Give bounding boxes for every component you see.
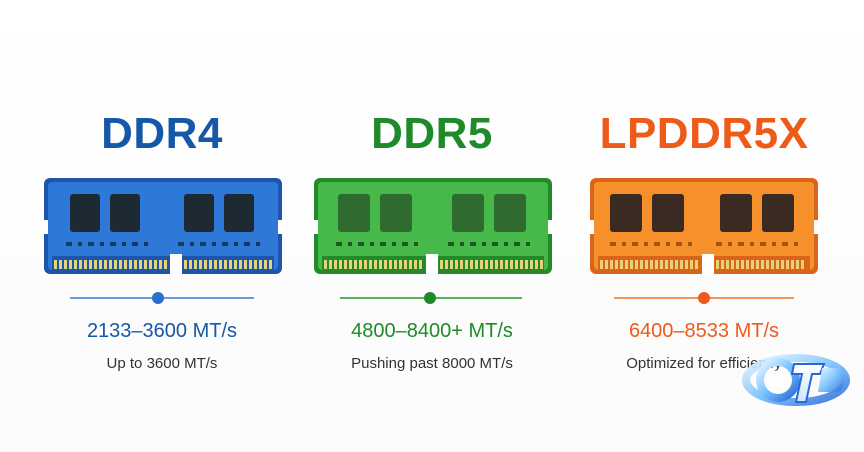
ddr4-memory-module-icon: [42, 176, 284, 278]
ddr4-caption: Up to 3600 MT/s: [106, 355, 218, 372]
ddr4-range-dot: [152, 292, 164, 304]
channel-logo-icon: [742, 346, 850, 414]
ddr5-memory-module-icon: [312, 176, 554, 278]
ddr4-speed-range: 2133–3600 MT/s: [86, 320, 238, 342]
ddr5-caption: Pushing past 8000 MT/s: [351, 355, 513, 372]
lpddr5x-range-indicator: [614, 292, 794, 304]
ddr5-card: DDR5: [302, 0, 562, 452]
lpddr5x-speed-range: 6400–8533 MT/s: [628, 320, 780, 342]
ddr5-speed-range: 4800–8400+ MT/s: [351, 320, 513, 342]
card-title-lpddr5x: LPDDR5X: [599, 109, 809, 158]
ddr4-range-indicator: [70, 292, 254, 304]
ddr4-card: DDR4: [32, 0, 292, 452]
lpddr5x-range-dot: [698, 292, 710, 304]
ddr5-range-indicator: [340, 292, 522, 304]
lpddr5x-memory-module-icon: [588, 176, 830, 278]
card-title-ddr4: DDR4: [101, 109, 223, 158]
lpddr5x-caption: Optimized for efficiency: [626, 355, 782, 372]
ddr5-range-dot: [424, 292, 436, 304]
card-title-ddr5: DDR5: [371, 109, 493, 158]
lpddr5x-card: LPDDR5X: [574, 0, 834, 452]
